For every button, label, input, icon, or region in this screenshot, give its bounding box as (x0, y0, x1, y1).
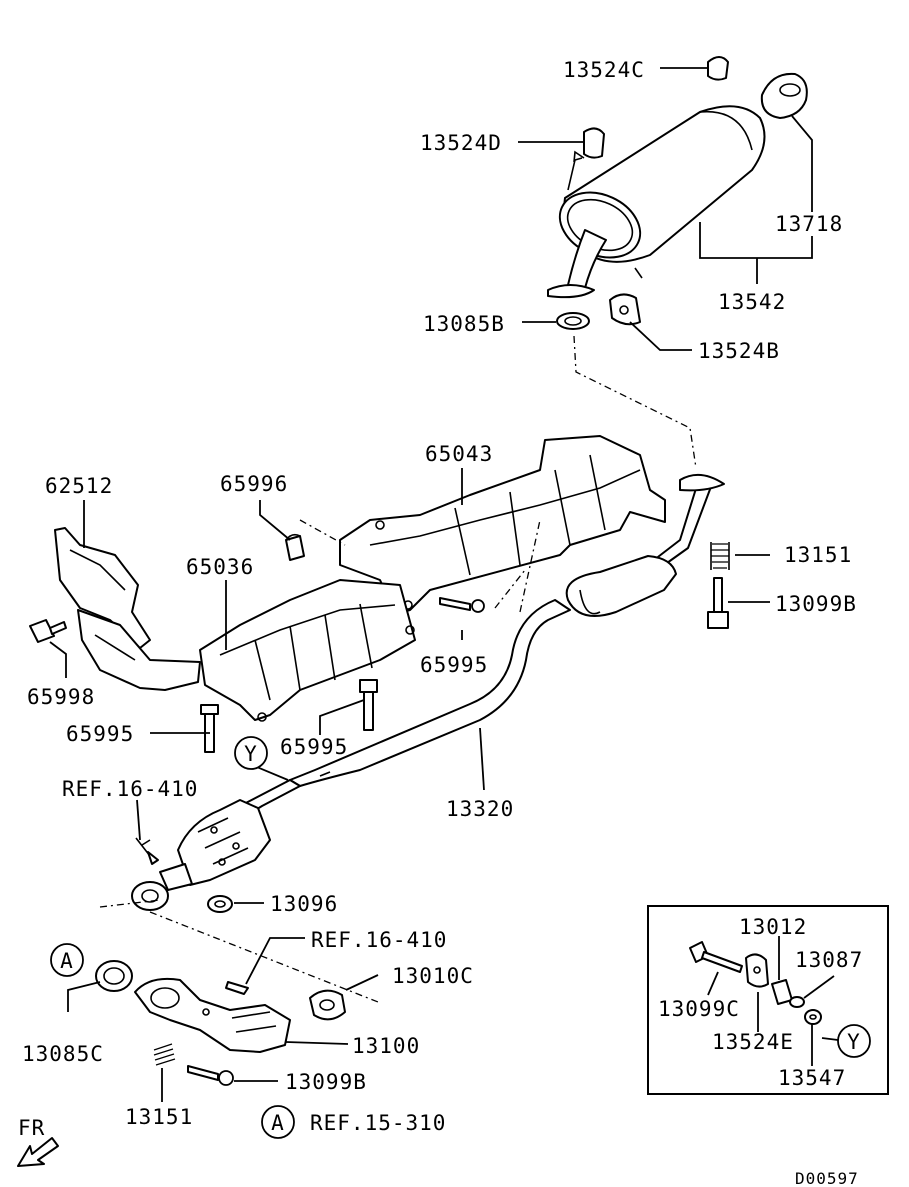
clip-nut-65996 (285, 533, 305, 561)
callout-ref-15-310: REF.15-310 (310, 1111, 446, 1135)
bolt-65995-mid (359, 679, 378, 731)
callout-13085B: 13085B (423, 312, 505, 336)
front-pipe-catalyst (131, 799, 271, 911)
callout-13100: 13100 (352, 1034, 420, 1058)
bolt-65995-left (200, 704, 219, 753)
marker-a-left: A (50, 943, 84, 977)
inset-callout-13099C: 13099C (658, 997, 740, 1021)
callout-13718: 13718 (775, 212, 843, 236)
inset-callout-13012: 13012 (739, 915, 807, 939)
inset-callout-13547: 13547 (778, 1066, 846, 1090)
bolt-13099B-top (707, 577, 729, 629)
diagram-code: D00597 (795, 1169, 859, 1187)
callout-13096: 13096 (270, 892, 338, 916)
ref-arrow-top (135, 837, 159, 865)
callout-13099B-top: 13099B (775, 592, 857, 616)
callout-13151-bottom: 13151 (125, 1105, 193, 1129)
callout-65995-mid: 65995 (280, 735, 348, 759)
tail-pipe-cover-13718 (760, 72, 808, 119)
callout-65996: 65996 (220, 472, 288, 496)
ref-arrow-mid (225, 981, 249, 995)
callout-13085C: 13085C (22, 1042, 104, 1066)
reference-lines (99, 335, 697, 1003)
nut-13096 (207, 895, 233, 913)
svg-text:A: A (60, 949, 74, 973)
hanger-13524D (573, 127, 605, 163)
front-arrow-icon (17, 1137, 59, 1167)
marker-y-inset: Y (837, 1024, 871, 1058)
hanger-13524B (609, 293, 641, 326)
svg-text:A: A (271, 1111, 285, 1135)
inset-bolt-13099C (689, 941, 743, 973)
callout-13524C: 13524C (563, 58, 645, 82)
callout-65043: 65043 (425, 442, 493, 466)
spring-13151-top (710, 542, 730, 570)
svg-text:Y: Y (244, 742, 258, 766)
leader-lines (49, 67, 813, 1102)
gasket-13010C (309, 989, 346, 1021)
callout-13099B-bottom: 13099B (285, 1070, 367, 1094)
callout-65036: 65036 (186, 555, 254, 579)
heat-protector-62512 (54, 527, 201, 691)
center-pipe-13320 (213, 473, 725, 827)
hanger-13524C (707, 56, 729, 81)
callout-13010C: 13010C (392, 964, 474, 988)
callout-13524B: 13524B (698, 339, 780, 363)
gasket-13085C (95, 960, 133, 992)
bolt-65998 (29, 619, 67, 643)
heat-protector-65036 (199, 579, 416, 722)
inset-hanger-13524E (745, 953, 769, 988)
marker-a-ref: A (261, 1105, 295, 1139)
gasket-13085B (556, 312, 590, 330)
inset-callout-13524E: 13524E (712, 1030, 794, 1054)
inset-callout-13087: 13087 (795, 948, 863, 972)
callout-13151-top: 13151 (784, 543, 852, 567)
callout-62512: 62512 (45, 474, 113, 498)
callout-ref-16-410-top: REF.16-410 (62, 777, 198, 801)
bolt-13099B-bottom (187, 1065, 234, 1086)
callout-65998: 65998 (27, 685, 95, 709)
callout-ref-16-410-mid: REF.16-410 (311, 928, 447, 952)
inset-detail-box: 13012 13087 13099C 13524E 13547 Y (647, 905, 889, 1095)
callout-13320: 13320 (446, 797, 514, 821)
svg-text:Y: Y (847, 1030, 861, 1054)
muffler-13542 (547, 105, 766, 299)
front-direction-indicator: FR (17, 1116, 59, 1167)
callout-13542: 13542 (718, 290, 786, 314)
spring-13151-bottom (153, 1043, 176, 1066)
inset-nut-13547 (804, 1009, 822, 1025)
callout-labels: 13524C 13524D 13718 13542 13085B 13524B … (22, 58, 857, 1135)
callout-65995-right: 65995 (420, 653, 488, 677)
inset-washer-13087 (789, 996, 805, 1008)
marker-y-main: Y (234, 736, 268, 770)
callout-13524D: 13524D (420, 131, 502, 155)
exhaust-manifold-13100 (134, 977, 291, 1053)
bolt-65995-right (439, 597, 485, 613)
front-direction-label: FR (18, 1116, 45, 1140)
callout-65995-left: 65995 (66, 722, 134, 746)
